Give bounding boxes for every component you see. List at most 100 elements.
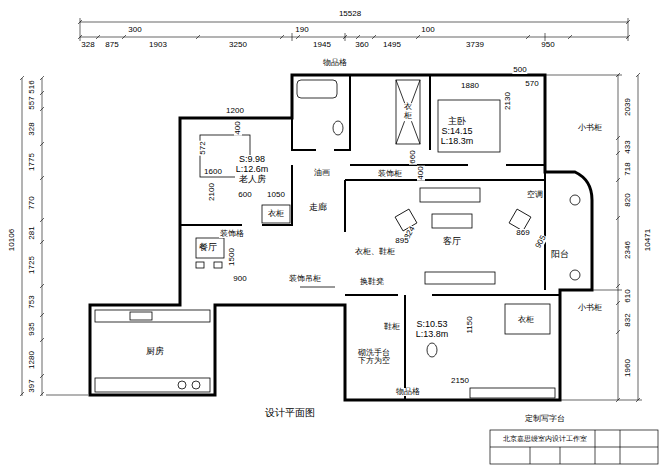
dimension-value: 360 (354, 41, 369, 49)
dimension-value: 2039 (624, 97, 632, 117)
dimension-value: 3739 (465, 41, 485, 49)
outer-walls (90, 75, 592, 400)
room-text: L:18.3m (440, 137, 475, 147)
plan-note: 物品格 (322, 59, 348, 67)
dimension-value: 610 (624, 288, 632, 303)
plan-note: 砌洗手台 下方为空 (355, 349, 393, 365)
room-text: 厨房 (145, 347, 165, 357)
dimension-value: 10471 (644, 228, 652, 252)
plan-note: 衣柜 (267, 210, 285, 218)
dimension-value: 832 (624, 312, 632, 327)
dimension-value: 1725 (28, 255, 36, 275)
room-text: S:10.53 (415, 320, 450, 330)
furniture (95, 80, 580, 398)
dimension-value: 820 (624, 192, 632, 207)
dimension-value: 400 (234, 120, 242, 135)
dimension-value: 753 (28, 294, 36, 309)
plan-note: 衣柜 (517, 316, 535, 324)
dimension-value: 328 (80, 41, 95, 49)
room-label: S:10.53L:13.8m (415, 320, 450, 340)
dimension-value: 2100 (208, 182, 216, 202)
dimension-value: 1200 (225, 107, 245, 115)
dimension-value: 1050 (266, 191, 286, 199)
plan-note: 小书柜 (577, 304, 603, 312)
room-text: 走廊 (308, 203, 328, 213)
dimension-value: 770 (28, 195, 36, 210)
dimension-value: 1775 (28, 152, 36, 172)
dimension-value: 1150 (466, 315, 474, 334)
dimension-value: 600 (237, 191, 252, 199)
plan-note: 北京嘉思缦室内设计工作室 (502, 435, 588, 442)
dimension-value: 572 (199, 140, 207, 155)
dimension-value: 190 (294, 26, 309, 34)
room-label: 餐厅 (198, 243, 218, 253)
plan-note: 油画 (313, 169, 331, 177)
dimension-value: 905 (534, 233, 549, 250)
plan-note: 衣柜、鞋柜 (354, 248, 396, 256)
plan-note: 装饰吊柜 (288, 275, 322, 283)
plan-note: 小书柜 (577, 124, 603, 132)
dimension-value: 1880 (460, 82, 480, 90)
dimension-value: 935 (28, 321, 36, 336)
dimension-value: 557 (28, 95, 36, 110)
dimension-value: 3250 (228, 41, 248, 49)
plan-note: 空调 (526, 191, 544, 199)
room-label: 客厅 (442, 237, 462, 247)
dimension-value: 660 (409, 149, 417, 164)
dimension-value: 1495 (382, 41, 402, 49)
dimension-value: 400 (417, 165, 425, 180)
dimension-value: 10106 (8, 228, 16, 252)
room-text: 阳台 (550, 250, 570, 260)
plan-note: 换鞋凳 (359, 278, 385, 286)
room-text: 老人房 (235, 175, 270, 185)
plan-note: 装饰柜 (377, 170, 403, 178)
dimension-value: 570 (524, 80, 539, 88)
dimension-lines (20, 18, 642, 402)
room-text: L:12.6m (235, 165, 270, 175)
dimension-value: 950 (540, 41, 555, 49)
room-text: S:14.15 (440, 127, 475, 137)
dimension-value: 300 (127, 26, 142, 34)
dimension-value: 328 (28, 121, 36, 136)
dimension-value: 433 (624, 139, 632, 154)
dimension-value: 1600 (203, 168, 223, 176)
room-text: 主卧 (440, 117, 475, 127)
plan-note: 装饰格 (219, 230, 245, 238)
room-label: 厨房 (145, 347, 165, 357)
dimension-value: 100 (420, 26, 435, 34)
dimension-value: 1945 (312, 41, 332, 49)
drawing-caption: 设计平面图 (265, 408, 315, 418)
room-label: 走廊 (308, 203, 328, 213)
room-label: 主卧S:14.15L:18.3m (440, 117, 475, 147)
dimension-value: 869 (515, 229, 530, 237)
dimension-value: 15528 (338, 10, 362, 18)
plan-note: 鞋柜 (383, 323, 401, 331)
plan-note: 衣柜 (404, 103, 412, 121)
inner-walls (180, 75, 560, 400)
dimension-value: 1960 (624, 358, 632, 378)
room-text: 客厅 (442, 237, 462, 247)
room-label: S:9.98L:12.6m老人房 (235, 155, 270, 185)
dimension-value: 875 (104, 41, 119, 49)
plan-note: 定制写字台 (524, 415, 566, 423)
dimension-value: 516 (28, 79, 36, 94)
dimension-value: 2150 (450, 377, 470, 385)
room-text: 餐厅 (198, 243, 218, 253)
room-text: S:9.98 (235, 155, 270, 165)
room-label: 阳台 (550, 250, 570, 260)
dimension-value: 1500 (228, 247, 236, 267)
dimension-value: 1903 (148, 41, 168, 49)
dimension-value: 500 (512, 66, 527, 74)
dimension-value: 397 (28, 378, 36, 393)
plan-note: 物品格 (395, 388, 421, 396)
dimension-value: 2346 (624, 240, 632, 260)
room-text: L:13.8m (415, 330, 450, 340)
dimension-value: 281 (28, 225, 36, 240)
dimension-value: 718 (624, 161, 632, 176)
dimension-value: 1280 (28, 350, 36, 370)
title-block (490, 430, 658, 464)
dimension-value: 895 (394, 237, 409, 245)
dimension-value: 2130 (504, 91, 512, 111)
dimension-value: 900 (232, 275, 247, 283)
